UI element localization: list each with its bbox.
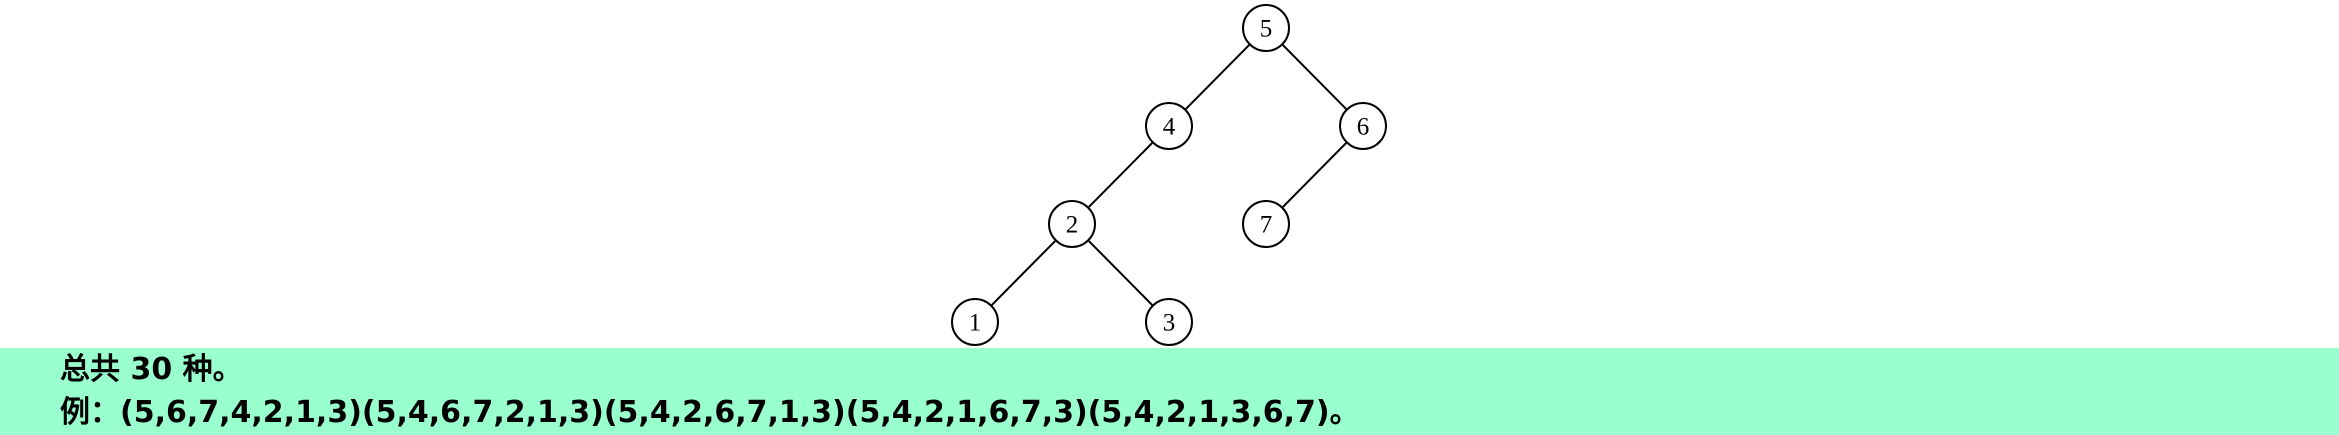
tree-node-circle-6 <box>1339 102 1387 150</box>
tree-edge-6-7 <box>1281 141 1348 209</box>
example-sequences-text: 例：(5,6,7,4,2,1,3)(5,4,6,7,2,1,3)(5,4,2,6… <box>60 395 1360 430</box>
tree-node-7: 7 <box>1242 200 1290 248</box>
tree-nodes: 5 4 6 2 7 1 3 <box>951 4 1387 346</box>
tree-node-circle-4 <box>1145 102 1193 150</box>
tree-node-circle-3 <box>1145 298 1193 346</box>
tree-node-6: 6 <box>1339 102 1387 150</box>
tree-edge-2-3 <box>1087 239 1154 307</box>
tree-edge-4-2 <box>1087 141 1154 209</box>
tree-edge-5-6 <box>1281 43 1348 111</box>
tree-node-1: 1 <box>951 298 999 346</box>
total-count-text: 总共 30 种。 <box>60 352 243 387</box>
tree-node-circle-2 <box>1048 200 1096 248</box>
tree-node-2: 2 <box>1048 200 1096 248</box>
tree-node-label-5: 5 <box>1260 16 1273 43</box>
tree-node-3: 3 <box>1145 298 1193 346</box>
binary-tree-diagram: 5 4 6 2 7 1 3 <box>951 4 1387 346</box>
tree-node-circle-1 <box>951 298 999 346</box>
tree-node-4: 4 <box>1145 102 1193 150</box>
answer-band: 总共 30 种。 例：(5,6,7,4,2,1,3)(5,4,6,7,2,1,3… <box>0 348 2339 435</box>
tree-edge-5-4 <box>1184 43 1251 111</box>
tree-node-label-4: 4 <box>1163 114 1176 141</box>
tree-node-label-1: 1 <box>969 310 982 337</box>
tree-node-5: 5 <box>1242 4 1290 52</box>
tree-node-circle-5 <box>1242 4 1290 52</box>
tree-node-label-2: 2 <box>1066 212 1079 239</box>
tree-edges <box>990 43 1348 307</box>
tree-edge-2-1 <box>990 239 1057 307</box>
tree-node-label-6: 6 <box>1357 114 1370 141</box>
tree-node-circle-7 <box>1242 200 1290 248</box>
tree-node-label-3: 3 <box>1163 310 1176 337</box>
tree-node-label-7: 7 <box>1260 212 1273 239</box>
